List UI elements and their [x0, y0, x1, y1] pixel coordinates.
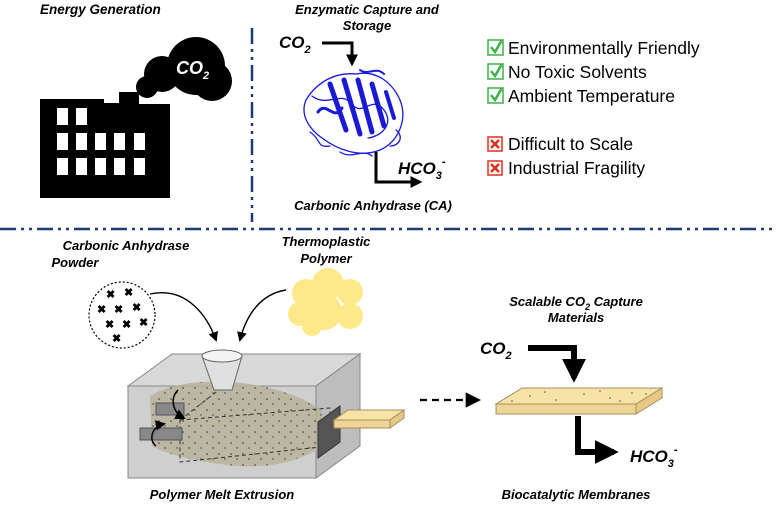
extruder-icon — [126, 349, 362, 479]
check-icon — [487, 63, 504, 80]
factory-icon: CO2 — [40, 37, 232, 198]
powder-label-line2: Powder — [52, 255, 100, 270]
scalable-title-line1: Scalable CO2 Capture — [509, 294, 643, 312]
svg-text:✖: ✖ — [114, 304, 123, 316]
smoke-co2-label: CO2 — [176, 58, 209, 82]
hco3-out-arrow — [374, 152, 423, 188]
check-icon — [487, 87, 504, 104]
extrusion-label: Polymer Melt Extrusion — [150, 487, 295, 502]
pro-item-2: No Toxic Solvents — [508, 62, 647, 82]
svg-text:✖: ✖ — [139, 317, 148, 329]
powder-label-line1: Carbonic Anhydrase — [63, 238, 190, 253]
membrane-hco3-label: HCO3- — [630, 444, 678, 470]
cross-icon — [487, 136, 503, 152]
svg-text:✖: ✖ — [112, 333, 121, 345]
enzyme-name-label: Carbonic Anhydrase (CA) — [294, 198, 452, 213]
polymer-feed-arrow — [237, 289, 287, 342]
polymer-label-line1: Thermoplastic — [282, 234, 372, 249]
membrane-co2-arrow — [528, 345, 586, 383]
pro-item-1: Environmentally Friendly — [508, 38, 700, 58]
enzymatic-title-line1: Enzymatic Capture and — [295, 2, 440, 17]
enzyme-hco3-label: HCO3- — [398, 156, 446, 182]
check-icon — [487, 39, 504, 56]
smoke-cloud-icon — [136, 37, 232, 101]
powder-feed-arrow — [149, 292, 218, 342]
svg-text:✖: ✖ — [124, 287, 133, 299]
enzyme-ribbon-icon — [303, 69, 404, 157]
polymer-blob-icon — [288, 268, 363, 336]
svg-text:✖: ✖ — [97, 304, 106, 316]
co2-in-arrow — [322, 41, 358, 67]
svg-text:✖: ✖ — [106, 289, 115, 301]
membrane-hco3-arrow — [575, 416, 619, 464]
membrane-sheet-icon — [494, 387, 664, 415]
pros-list: Environmentally Friendly No Toxic Solven… — [487, 38, 700, 106]
membrane-co2-label: CO2 — [480, 339, 512, 362]
scalable-title-line2: Materials — [548, 310, 604, 325]
extruded-strip-icon — [332, 409, 406, 429]
membrane-label: Biocatalytic Membranes — [502, 487, 651, 502]
cross-icon — [487, 160, 503, 176]
polymer-label-line2: Polymer — [300, 251, 352, 266]
pro-item-3: Ambient Temperature — [508, 86, 675, 106]
enzyme-co2-label: CO2 — [279, 33, 311, 56]
svg-text:✖: ✖ — [132, 302, 141, 314]
con-item-2: Industrial Fragility — [508, 158, 645, 178]
svg-text:✖: ✖ — [122, 319, 131, 331]
con-item-1: Difficult to Scale — [508, 134, 633, 154]
powder-circle-icon: ✖✖ ✖✖✖ ✖✖✖ ✖ — [88, 281, 156, 349]
enzymatic-title-line2: Storage — [343, 18, 391, 33]
cons-list: Difficult to Scale Industrial Fragility — [487, 134, 645, 178]
energy-generation-title: Energy Generation — [40, 2, 161, 17]
svg-text:✖: ✖ — [105, 319, 114, 331]
